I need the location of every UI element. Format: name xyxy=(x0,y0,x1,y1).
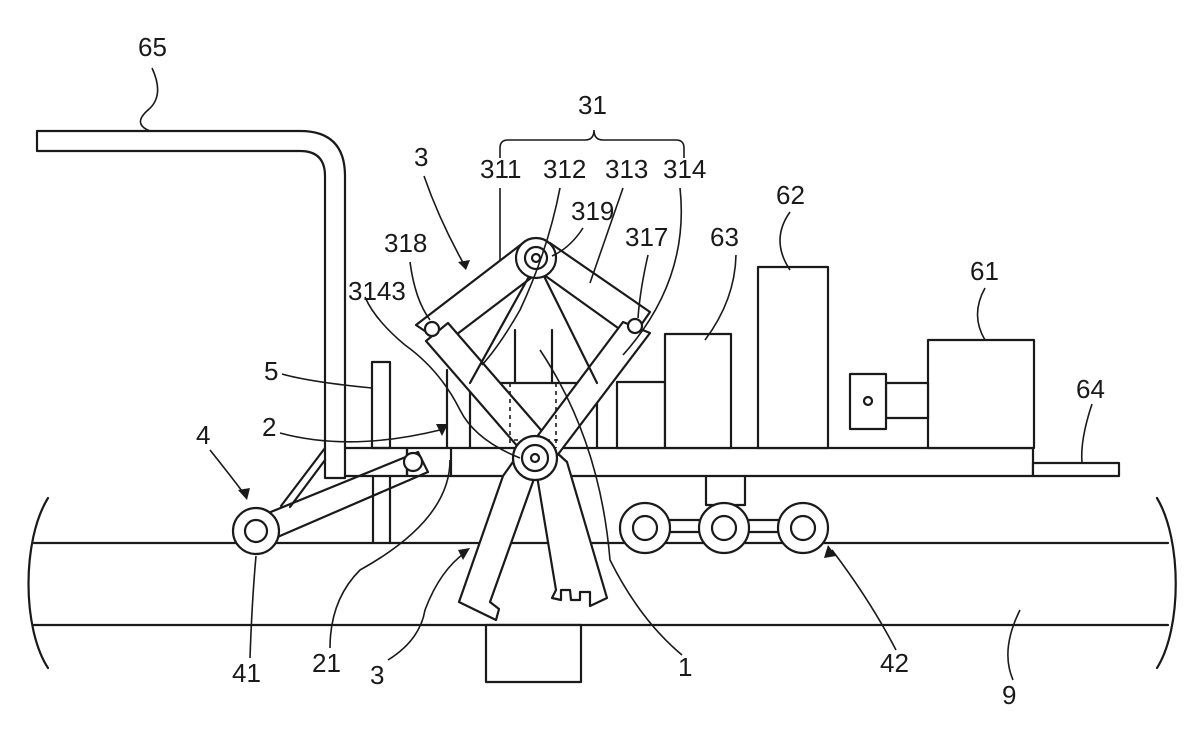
label-31: 31 xyxy=(578,90,607,120)
label-9: 9 xyxy=(1002,680,1016,710)
label-319: 319 xyxy=(571,196,614,226)
label-41: 41 xyxy=(232,658,261,688)
label-61: 61 xyxy=(970,256,999,286)
label-311: 311 xyxy=(480,154,521,184)
label-42: 42 xyxy=(880,648,909,678)
label-314: 314 xyxy=(663,154,706,184)
post-5 xyxy=(372,362,390,448)
label-62: 62 xyxy=(776,180,805,210)
label-5: 5 xyxy=(264,356,278,386)
wheels-42 xyxy=(620,503,828,553)
shaft-61 xyxy=(886,383,928,418)
label-3-bottom: 3 xyxy=(370,660,384,690)
block-63 xyxy=(665,334,731,448)
label-318: 318 xyxy=(384,228,427,258)
label-65: 65 xyxy=(138,32,167,62)
bracket-2 xyxy=(345,448,407,476)
link-arm xyxy=(256,452,428,542)
label-1: 1 xyxy=(678,652,692,682)
label-3-top: 3 xyxy=(414,142,428,172)
brace-31 xyxy=(500,130,684,158)
pivot-318 xyxy=(425,322,439,336)
label-21: 21 xyxy=(312,648,341,678)
label-313: 313 xyxy=(605,154,648,184)
label-4: 4 xyxy=(196,420,210,450)
cap-dot xyxy=(864,397,872,405)
block-63a xyxy=(617,382,665,448)
pivot-arm-top xyxy=(404,453,422,471)
label-317: 317 xyxy=(625,222,668,252)
block-62 xyxy=(758,267,828,448)
label-3143: 3143 xyxy=(348,276,406,306)
wheel-hanger xyxy=(706,476,745,505)
label-312: 312 xyxy=(543,154,586,184)
main-plate xyxy=(407,448,1033,476)
plate-64 xyxy=(1033,463,1119,476)
label-64: 64 xyxy=(1076,374,1105,404)
motor-61 xyxy=(928,340,1034,448)
wheel-41 xyxy=(233,508,279,554)
lower-block xyxy=(486,625,581,682)
label-2: 2 xyxy=(262,412,276,442)
label-63: 63 xyxy=(710,222,739,252)
pivot-317 xyxy=(628,319,642,333)
handle-65 xyxy=(37,131,345,478)
